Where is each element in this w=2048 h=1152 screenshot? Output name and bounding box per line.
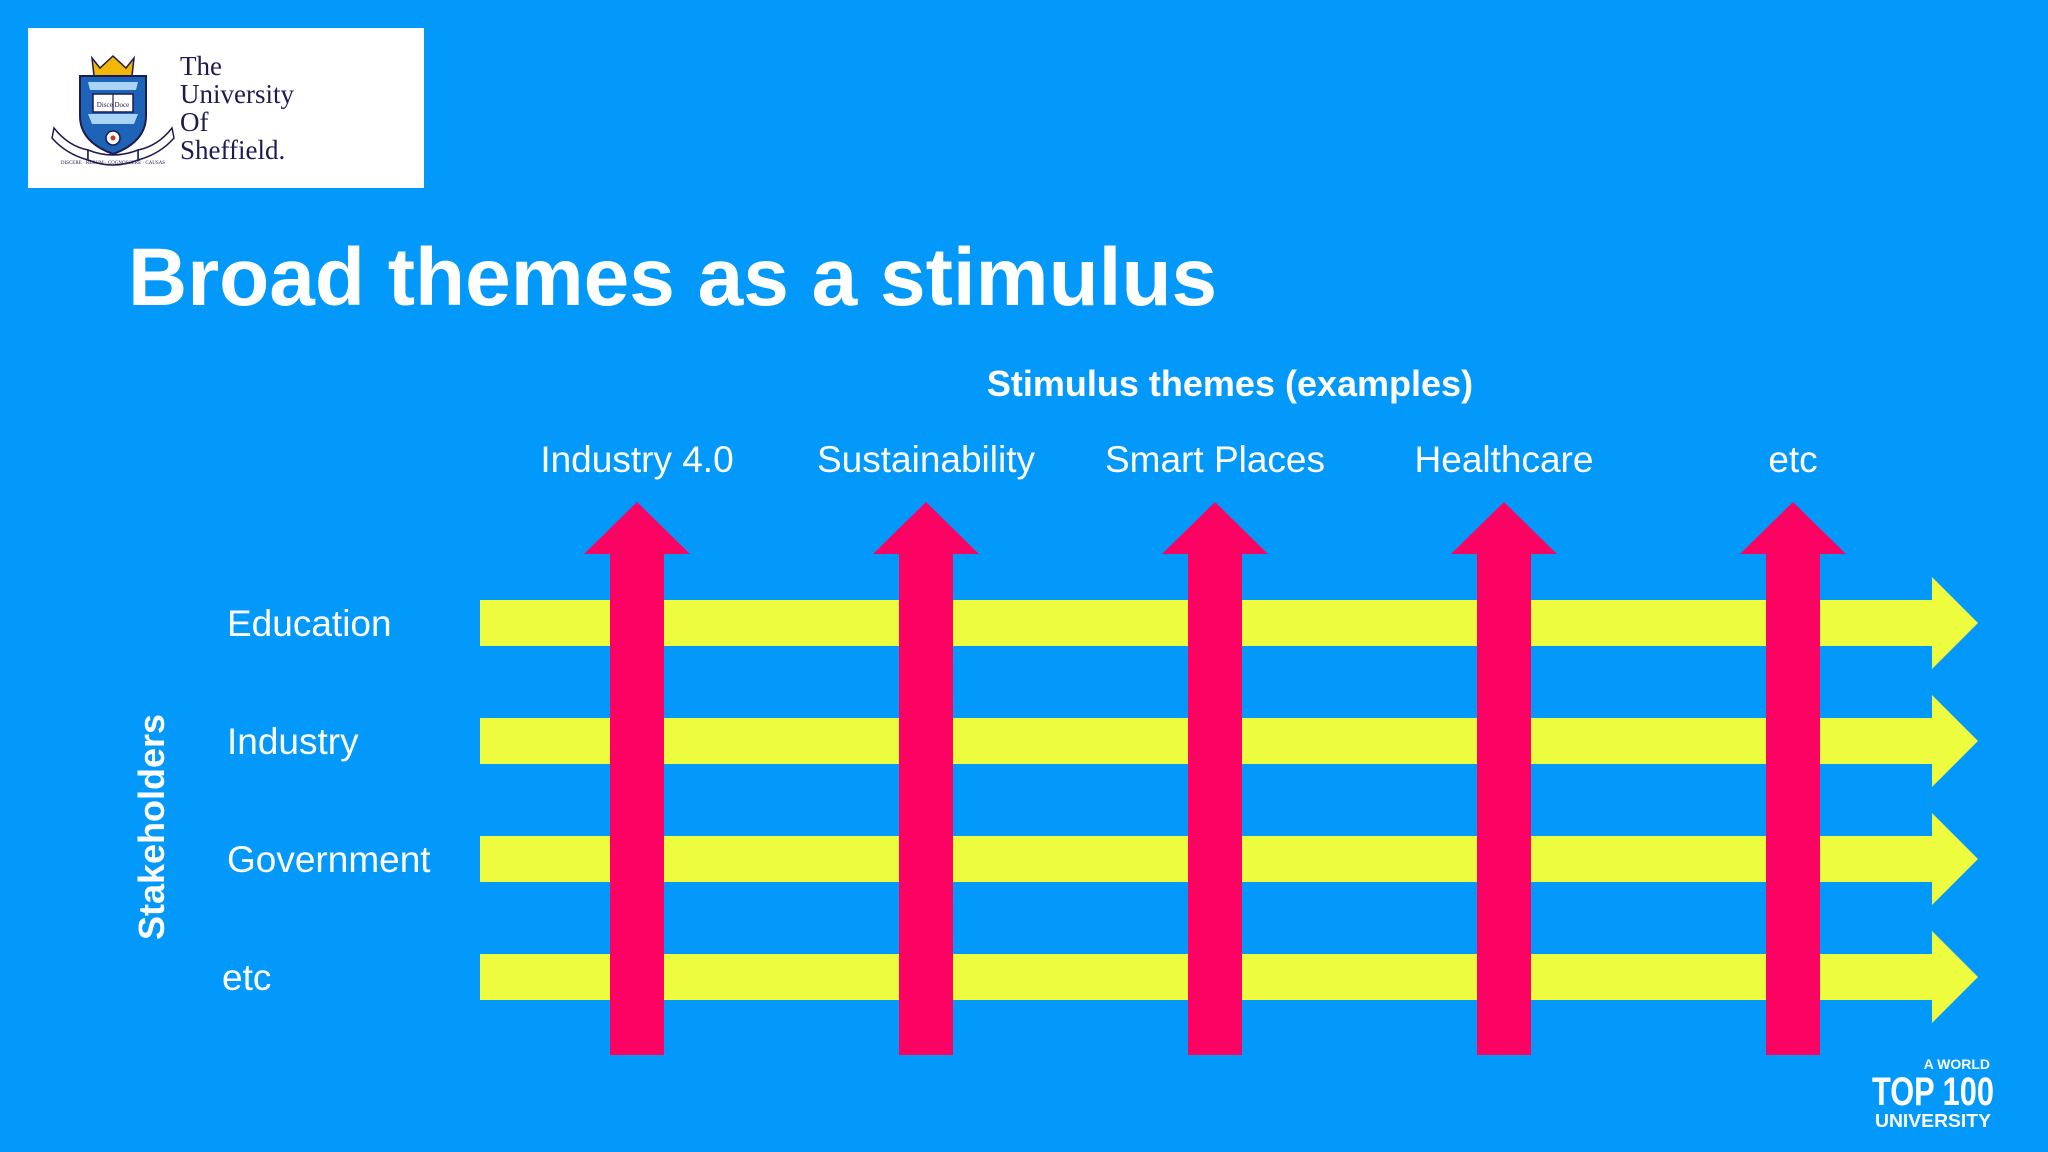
svg-text:A WORLD: A WORLD (1924, 1056, 1990, 1072)
theme-arrow (1162, 502, 1268, 1055)
stakeholders-axis-label: Stakeholders (131, 714, 172, 940)
stakeholder-label: Government (227, 839, 431, 880)
top-100-university-badge: A WORLD TOP 100 UNIVERSITY (1872, 1056, 1994, 1131)
theme-label: Healthcare (1415, 439, 1594, 480)
theme-arrow (1451, 502, 1557, 1055)
theme-label: etc (1768, 439, 1817, 480)
university-crest-icon: Disce Doce DISCERE · RERUM · COGNOSCERE … (51, 54, 175, 166)
logo-line: Of (180, 107, 209, 137)
diagram-header: Stimulus themes (examples) (987, 363, 1473, 404)
theme-label: Sustainability (817, 439, 1036, 480)
stakeholder-label: etc (222, 957, 271, 998)
theme-arrow (1740, 502, 1846, 1055)
theme-arrow (873, 502, 979, 1055)
theme-arrow (584, 502, 690, 1055)
svg-text:UNIVERSITY: UNIVERSITY (1875, 1111, 1991, 1131)
theme-label: Industry 4.0 (540, 439, 733, 480)
svg-text:TOP 100: TOP 100 (1872, 1070, 1994, 1114)
logo-line: The (180, 51, 222, 81)
theme-label: Smart Places (1105, 439, 1325, 480)
logo-line: University (180, 79, 294, 109)
slide-title: Broad themes as a stimulus (128, 232, 1218, 323)
university-logo: Disce Doce DISCERE · RERUM · COGNOSCERE … (28, 28, 424, 188)
svg-text:DISCERE · RERUM · COGNOSCERE ·: DISCERE · RERUM · COGNOSCERE · CAUSAS (61, 161, 165, 166)
logo-line: Sheffield. (180, 135, 286, 165)
stakeholder-label: Industry (227, 721, 359, 762)
stakeholder-label: Education (227, 603, 392, 644)
svg-text:Disce Doce: Disce Doce (97, 101, 129, 109)
university-wordmark: The University Of Sheffield. (180, 52, 410, 164)
